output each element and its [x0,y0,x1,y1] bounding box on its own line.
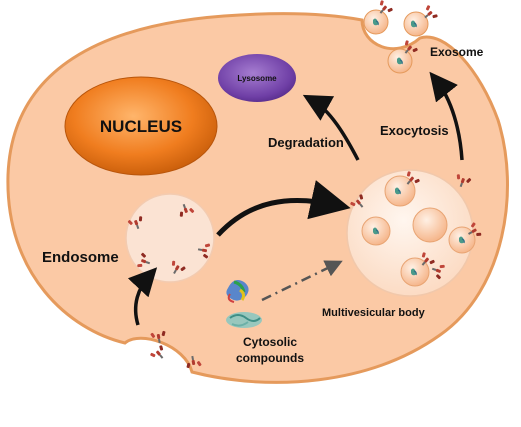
exosome-label: Exosome [430,45,484,59]
lysosome [218,54,296,102]
exocytosis-label: Exocytosis [380,123,449,138]
lysosome-label: Lysosome [237,74,277,83]
exosome-group [363,0,439,74]
nucleus [64,76,218,176]
intraluminal-vesicle [412,207,448,243]
protein-structure-icon [226,312,262,328]
nucleus-label: NUCLEUS [100,117,182,136]
endosome-label: Endosome [42,249,119,266]
endosome-to-mvb-arrow [216,180,351,237]
endocytosis-arrow [127,267,158,326]
cytosolic-label-line1: Cytosolic [243,335,297,349]
cytosol-to-mvb-arrow [261,260,343,302]
multivesicular-body-label: Multivesicular body [322,307,426,319]
receptor-protein-icon [149,344,169,364]
endosome [125,193,215,283]
cytosolic-label-line2: compounds [236,351,304,365]
exocytosis-arrow [429,71,464,161]
degradation-label: Degradation [268,135,344,150]
protein-structure-icon [226,280,249,303]
intraluminal-vesicles [349,170,483,287]
degradation-arrow [302,94,360,161]
